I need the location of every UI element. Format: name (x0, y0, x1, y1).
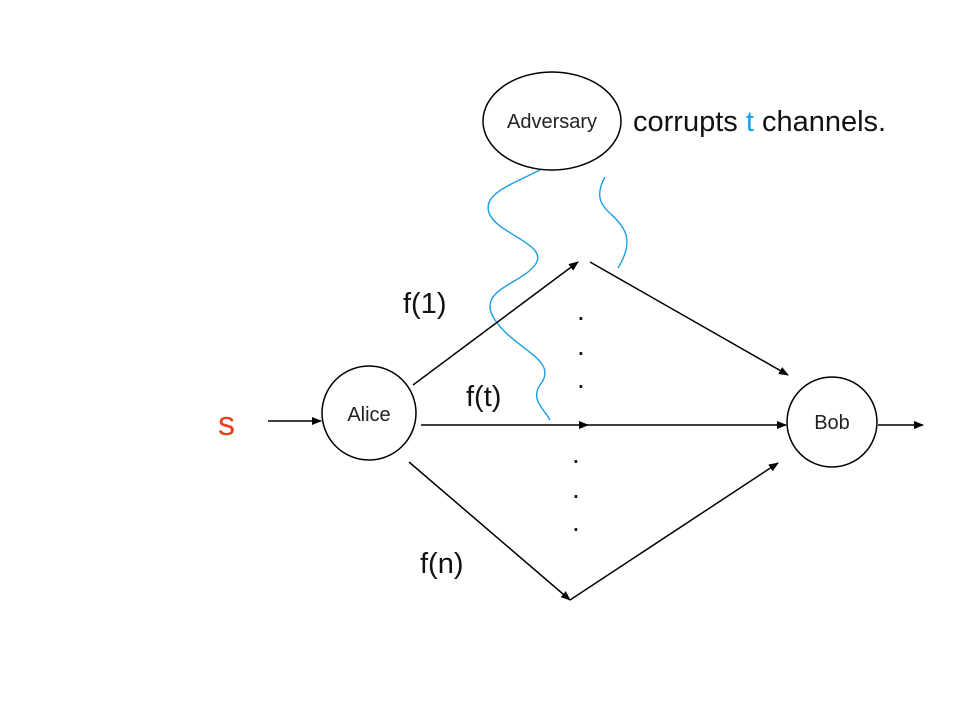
corruption-wave-right (598, 176, 628, 269)
ellipsis-dot: . (577, 295, 585, 326)
edge-label-ft: f(t) (466, 381, 501, 413)
corruption-wave-left (487, 169, 551, 421)
caption-after: channels. (754, 106, 886, 138)
bob-label: Bob (814, 412, 850, 434)
alice-label: Alice (347, 404, 390, 426)
adversary-caption: corrupts t channels. (633, 106, 886, 138)
adversary-label: Adversary (507, 111, 597, 133)
channel-1-to-bob-arrow (589, 261, 789, 376)
secret-label: s (218, 405, 235, 443)
ellipsis-dot: . (577, 363, 585, 394)
ellipsis-dot: . (577, 330, 585, 361)
caption-before: corrupts (633, 106, 746, 138)
alice-node: Alice (321, 365, 417, 461)
channel-n-to-bob-arrow (569, 462, 779, 601)
ellipsis-dot: . (572, 473, 580, 504)
ellipsis-dot: . (572, 438, 580, 469)
adversary-node: Adversary (482, 71, 622, 171)
edge-label-fn: f(n) (420, 548, 464, 580)
ellipsis-dot: . (572, 506, 580, 537)
bob-node: Bob (786, 376, 878, 468)
edge-label-f1: f(1) (403, 288, 447, 320)
channel-1-arrow (412, 261, 579, 386)
channel-n-arrow (408, 461, 571, 601)
caption-highlight: t (746, 106, 754, 138)
